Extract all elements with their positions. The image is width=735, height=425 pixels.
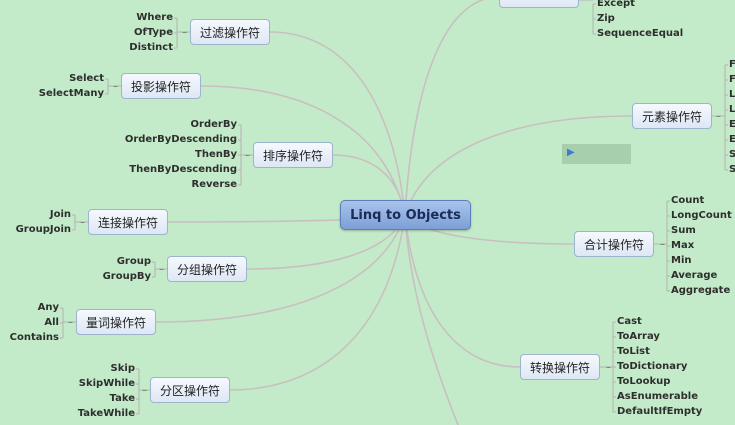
collapse-icon[interactable]: – <box>113 81 118 92</box>
collapse-icon[interactable]: – <box>606 362 611 373</box>
collapse-icon[interactable]: – <box>660 239 665 250</box>
connector-projection <box>200 85 406 216</box>
connector-partition <box>229 214 406 391</box>
topic-set-operators[interactable] <box>499 0 579 8</box>
leaf-element[interactable]: E <box>729 134 735 145</box>
leaf-conversion[interactable]: ToList <box>617 346 650 357</box>
leaf-element[interactable]: L <box>729 104 735 115</box>
leaf-conversion[interactable]: ToArray <box>617 331 660 342</box>
topic-grouping-operators[interactable]: 分组操作符 <box>167 256 247 282</box>
leaf-join[interactable]: Join <box>49 209 71 220</box>
leaf-ordering[interactable]: Reverse <box>191 179 237 190</box>
bracket-element <box>712 64 728 171</box>
leaf-join[interactable]: GroupJoin <box>15 224 71 235</box>
leaf-partition[interactable]: TakeWhile <box>77 408 135 419</box>
leaf-grouping[interactable]: GroupBy <box>102 271 151 282</box>
leaf-aggregate[interactable]: Aggregate <box>671 285 731 296</box>
leaf-aggregate[interactable]: LongCount <box>671 210 732 221</box>
topic-partition-operators[interactable]: 分区操作符 <box>150 377 230 403</box>
connector-conversion <box>404 214 521 368</box>
bracket-conversion <box>600 321 616 413</box>
leaf-conversion[interactable]: ToLookup <box>617 376 671 387</box>
leaf-ordering[interactable]: OrderBy <box>190 119 237 130</box>
bracket-ordering <box>238 124 253 186</box>
bracket-aggregate <box>654 200 670 292</box>
connector-element <box>404 115 633 216</box>
connector-filter <box>269 31 406 216</box>
collapse-icon[interactable]: – <box>182 27 187 38</box>
connector-set <box>404 0 486 216</box>
topic-filter-operators[interactable]: 过滤操作符 <box>190 19 270 45</box>
bracket-quantifier <box>60 307 76 339</box>
collapse-icon[interactable]: – <box>159 264 164 275</box>
leaf-set[interactable]: Except <box>597 0 635 9</box>
collapse-icon[interactable]: – <box>245 150 250 161</box>
topic-join-operators[interactable]: 连接操作符 <box>88 209 168 235</box>
collapse-icon[interactable]: – <box>142 385 147 396</box>
bracket-projection <box>105 78 121 95</box>
leaf-aggregate[interactable]: Min <box>671 255 692 266</box>
leaf-partition[interactable]: SkipWhile <box>78 378 135 389</box>
central-topic-linq-to-objects[interactable]: Linq to Objects <box>340 200 471 230</box>
leaf-filter[interactable]: OfType <box>134 27 173 38</box>
leaf-aggregate[interactable]: Sum <box>671 225 696 236</box>
leaf-projection[interactable]: Select <box>69 73 104 84</box>
leaf-conversion[interactable]: AsEnumerable <box>617 391 699 402</box>
leaf-conversion[interactable]: DefaultIfEmpty <box>617 406 703 417</box>
connector-offscreen <box>404 214 459 425</box>
bracket-partition <box>136 368 150 415</box>
topic-projection-operators[interactable]: 投影操作符 <box>121 73 201 99</box>
bracket-join <box>72 214 88 231</box>
leaf-aggregate[interactable]: Average <box>671 270 718 281</box>
topic-element-operators[interactable]: 元素操作符 <box>632 103 712 129</box>
leaf-element[interactable]: S <box>729 164 735 175</box>
leaf-element[interactable]: F <box>729 74 735 85</box>
leaf-grouping[interactable]: Group <box>116 256 151 267</box>
leaf-set[interactable]: SequenceEqual <box>597 28 684 39</box>
topic-aggregate-operators[interactable]: 合计操作符 <box>574 231 654 257</box>
leaf-quantifier[interactable]: All <box>44 317 59 328</box>
leaf-filter[interactable]: Where <box>136 12 173 23</box>
leaf-ordering[interactable]: ThenByDescending <box>129 164 237 175</box>
bracket-filter <box>174 17 190 49</box>
topic-conversion-operators[interactable]: 转换操作符 <box>520 354 600 380</box>
leaf-ordering[interactable]: ThenBy <box>195 149 237 160</box>
leaf-element[interactable]: F <box>729 59 735 70</box>
leaf-quantifier[interactable]: Contains <box>9 332 59 343</box>
leaf-aggregate[interactable]: Count <box>671 195 705 206</box>
leaf-set[interactable]: Zip <box>597 13 615 24</box>
leaf-projection[interactable]: SelectMany <box>38 88 104 99</box>
collapse-icon[interactable]: – <box>716 111 721 122</box>
connector-quantifier <box>155 214 406 323</box>
bracket-set <box>579 0 596 35</box>
leaf-partition[interactable]: Skip <box>110 363 135 374</box>
leaf-element[interactable]: L <box>729 89 735 100</box>
leaf-conversion[interactable]: ToDictionary <box>617 361 688 372</box>
leaf-filter[interactable]: Distinct <box>129 42 173 53</box>
media-placeholder[interactable]: ▶ <box>562 144 631 164</box>
play-icon[interactable]: ▶ <box>567 147 575 158</box>
leaf-element[interactable]: S <box>729 149 735 160</box>
leaf-partition[interactable]: Take <box>109 393 135 404</box>
leaf-aggregate[interactable]: Max <box>671 240 695 251</box>
collapse-icon[interactable]: – <box>68 317 73 328</box>
topic-ordering-operators[interactable]: 排序操作符 <box>253 142 333 168</box>
leaf-quantifier[interactable]: Any <box>37 302 59 313</box>
leaf-conversion[interactable]: Cast <box>617 316 642 327</box>
collapse-icon[interactable]: – <box>80 217 85 228</box>
topic-quantifier-operators[interactable]: 量词操作符 <box>76 309 156 335</box>
leaf-ordering[interactable]: OrderByDescending <box>124 134 237 145</box>
leaf-element[interactable]: E <box>729 119 735 130</box>
bracket-grouping <box>152 261 167 278</box>
